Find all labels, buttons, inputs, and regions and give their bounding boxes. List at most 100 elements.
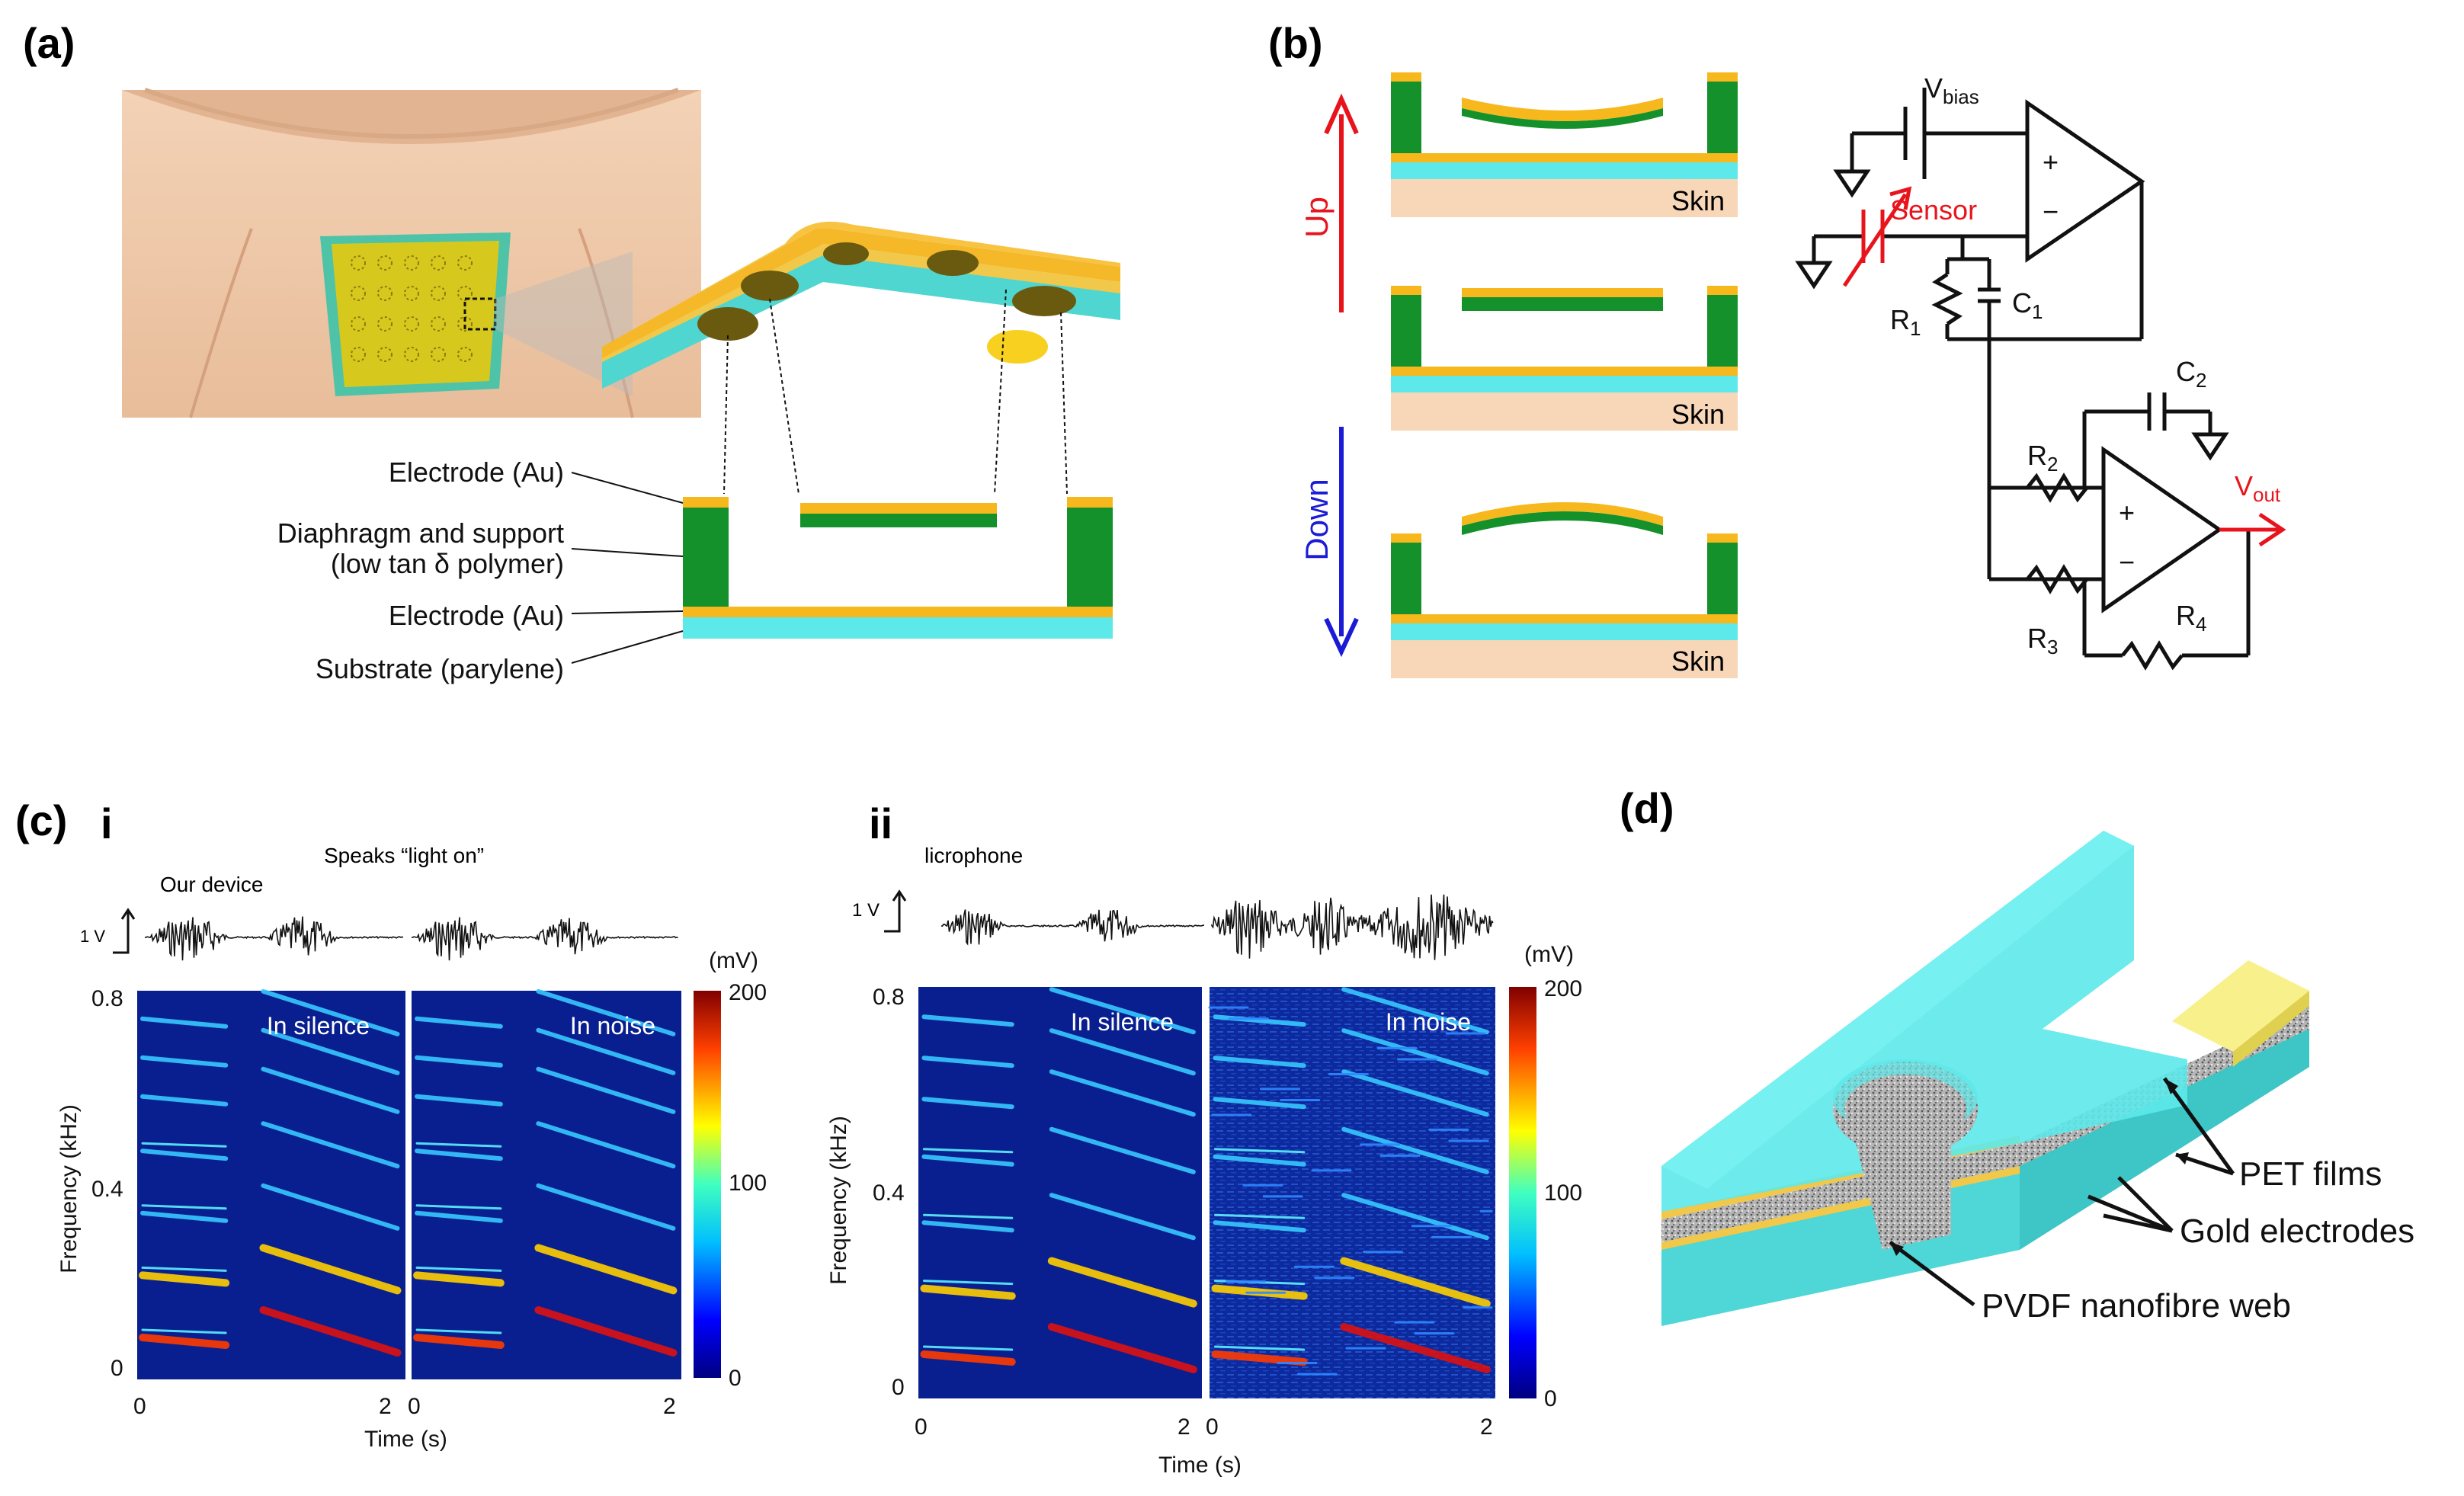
y-tick-i-0: 0 [111,1356,123,1381]
zoom-cone [495,251,633,396]
spectrogram-i-silence [137,991,405,1379]
spectrogram-harmonic [1049,1126,1196,1174]
projection-lines [723,289,1068,495]
in-silence-label-i: In silence [267,1012,370,1040]
in-noise-label-ii: In noise [1386,1008,1471,1036]
colorbar-ii [1509,987,1536,1398]
waveforms [144,894,1494,961]
spectrogram-harmonic [1047,1257,1197,1308]
spectrogram-harmonic [140,1148,229,1161]
spectrogram-harmonic [1214,1148,1306,1154]
panel-d-arrows [1889,1077,2235,1307]
colorbar-unit-ii: (mV) [1524,942,1574,967]
vout-arrow-head [2258,512,2286,547]
colorbar-i [694,991,721,1378]
label-electrode-bottom: Electrode (Au) [389,600,564,631]
panel-d-label: (d) [1620,784,1674,832]
spectrogram-harmonic [1341,1193,1489,1241]
spectrogram-harmonic [534,1244,678,1295]
colorbar-tick-i-100: 100 [729,1171,767,1196]
waveform-trace [411,917,678,961]
spectrogram-harmonic [415,1204,502,1210]
scale-bar-ii [884,889,907,933]
spectrogram-harmonic [1213,1154,1306,1167]
spectrogram-harmonic [920,1350,1016,1366]
opamp2-plus: + [2119,497,2135,528]
c1-label: C1 [2012,287,2043,323]
spectrogram-harmonic [141,1328,227,1334]
colorbar-tick-i-200: 200 [729,980,767,1005]
spectrogram-harmonic [921,1056,1014,1068]
spectrogram-harmonic [415,1094,503,1107]
circuit-diagram [1795,88,2251,671]
y-axis-title-i: Frequency (kHz) [56,1104,82,1273]
spectrogram-harmonic [415,1148,503,1161]
waveform-trace [940,909,1204,946]
sensor-arrow [1842,193,1908,287]
spectrogram-bands [139,987,1493,1376]
arrow-head-pet-1 [2164,1078,2178,1094]
spectrogram-harmonic [1214,1345,1306,1351]
spectrogram-harmonic [415,1210,503,1223]
spectrogram-harmonic [139,1271,230,1287]
label-electrode-top: Electrode (Au) [389,456,564,488]
x-axis-title-i: Time (s) [364,1427,447,1452]
waveform-trace [1211,894,1494,960]
label-substrate: Substrate (parylene) [316,653,564,684]
down-arrow [1324,427,1359,658]
x-tick-i-0b: 0 [408,1394,421,1419]
scale-bar-label-ii: 1 V [852,900,880,921]
skin-label-3: Skin [1671,645,1725,677]
opamp1-plus: + [2043,146,2059,178]
spectrogram-harmonic [1341,1069,1489,1117]
spectrogram-harmonic [1213,1220,1306,1233]
sub-panel-ii-label: ii [869,799,892,847]
x-tick-ii-2a: 2 [1178,1414,1190,1440]
spectrogram-harmonic [413,1334,505,1349]
r1-label: R1 [1890,304,1921,340]
arrow-head-pvdf [1890,1242,1904,1256]
vout-label: Vout [2235,470,2281,506]
pvdf-device-3d [1661,831,2309,1326]
spectrogram-harmonic [536,988,676,1036]
spectrogram-harmonic [922,1148,1014,1154]
x-axis-title-ii: Time (s) [1158,1453,1242,1478]
spectrogram-harmonic [415,1328,502,1334]
spectrogram-harmonic [261,1183,400,1231]
panel-b-label: (b) [1268,19,1323,67]
spectrogram-harmonic [1341,987,1489,1035]
label-diaphragm-material: (low tan δ polymer) [331,548,564,579]
microphone-caption: licrophone [924,844,1023,867]
spectrogram-harmonic [140,1055,229,1068]
x-tick-i-2a: 2 [379,1394,392,1419]
spectrogram-harmonic [1049,1028,1196,1076]
spectrogram-harmonic [921,1097,1014,1110]
colorbar-tick-ii-200: 200 [1544,976,1582,1001]
spectrogram-harmonic [1340,1323,1491,1373]
x-tick-i-0: 0 [133,1394,146,1419]
r3-label: R3 [2027,623,2058,658]
spectrogram-harmonic [261,1066,400,1114]
opamp2-minus: − [2119,546,2135,578]
spectrogram-i-noise [412,991,681,1379]
colorbar-tick-ii-0: 0 [1544,1386,1557,1411]
r4-label: R4 [2176,600,2206,636]
c2-label: C2 [2176,356,2206,392]
leader-lines [571,472,684,664]
y-tick-ii-0.8: 0.8 [873,985,905,1010]
spectrogram-ii-noise [1210,987,1495,1398]
spectrogram-ii-silence [918,987,1202,1398]
spectrogram-harmonic [415,1142,502,1148]
spectrogram-harmonic [140,1094,229,1107]
spectrogram-harmonic [140,1210,229,1223]
spectrogram-harmonic [141,1142,227,1148]
spectrogram-harmonic [140,1016,229,1029]
skin-label-1: Skin [1671,185,1725,216]
spectrogram-harmonic [1213,1097,1306,1110]
spectrogram-harmonic [415,1016,503,1029]
our-device-caption: Our device [160,873,263,896]
spectrogram-harmonic [415,1266,502,1272]
arrow-head-pet-2 [2176,1152,2189,1164]
spectrogram-harmonic [921,1014,1014,1027]
spectrogram-harmonic [1047,1323,1197,1373]
